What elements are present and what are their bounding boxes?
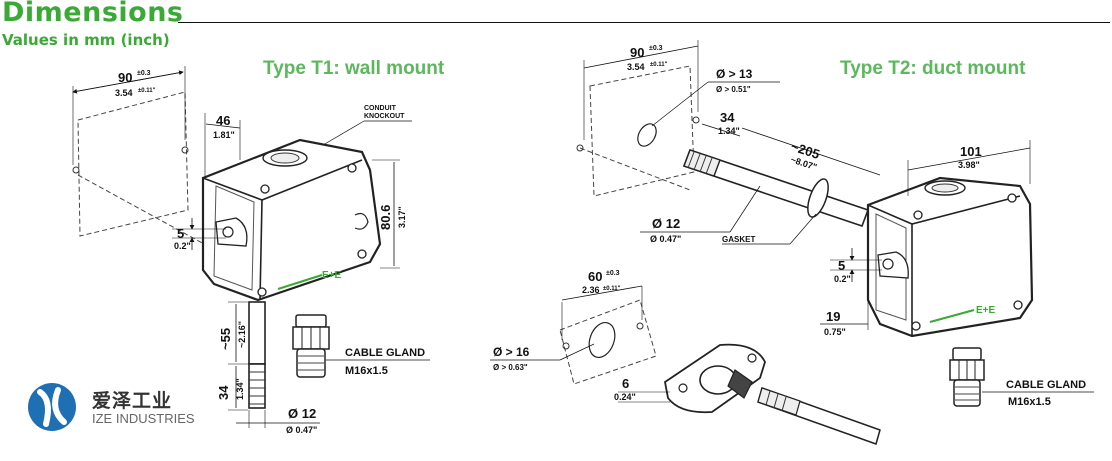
t2-dim-90-in-tol: ±0.11" xyxy=(650,62,668,68)
t2-dim-5-in: 0.2" xyxy=(834,274,851,284)
t2-dim-60-tol: ±0.3 xyxy=(606,270,620,277)
t1-cable-gland xyxy=(292,314,330,378)
title-rule xyxy=(178,22,1110,23)
t2-dim-90: 90 xyxy=(630,45,644,60)
t1-gland-label-2: M16x1.5 xyxy=(345,365,388,377)
t2-flange-outline xyxy=(559,299,657,385)
t1-dim-80-6-in: 3.17" xyxy=(397,206,407,228)
t1-conduit-label-2: KNOCKOUT xyxy=(364,113,405,120)
t1-wall-outline xyxy=(77,91,189,237)
t1-dim-55-in: ~2.16" xyxy=(237,321,247,348)
t2-gland-label-1: CABLE GLAND xyxy=(1006,379,1086,391)
t1-dim-55: ~55 xyxy=(218,328,233,350)
t2-dim-60: 60 xyxy=(588,269,602,284)
logo-english-text: IZE INDUSTRIES xyxy=(92,411,195,426)
t2-dim-34: 34 xyxy=(720,110,735,125)
ize-logo-icon xyxy=(28,383,76,431)
t2-dim-60-in: 2.36 xyxy=(582,285,600,295)
t2-gasket-label: GASKET xyxy=(722,235,755,244)
t2-cable-gland xyxy=(949,347,985,407)
t1-dim-80-6: 80.6 xyxy=(378,205,393,230)
t1-dim-90-in: 3.54 xyxy=(115,88,133,98)
t2-dim-90-in: 3.54 xyxy=(627,62,645,72)
t2-dim-19-in: 0.75" xyxy=(824,327,846,337)
t2-drawing: 90 ±0.3 3.54 ±0.11" Ø > 13 Ø > 0.51" xyxy=(490,40,1094,445)
t2-dim-101: 101 xyxy=(960,144,982,159)
t1-gland-label-1: CABLE GLAND xyxy=(345,347,425,359)
t2-dim-d12-in: Ø 0.47" xyxy=(650,234,681,244)
t2-dim-6: 6 xyxy=(622,376,629,391)
page-subtitle: Values in mm (inch) xyxy=(2,31,170,49)
t2-probe-tube xyxy=(682,148,870,228)
t1-dim-46-in: 1.81" xyxy=(213,130,235,140)
t2-dim-101-in: 3.98" xyxy=(958,160,980,170)
t2-flange xyxy=(664,343,881,445)
type-t1-label: Type T1: wall mount xyxy=(263,58,445,79)
t2-dim-60-in-tol: ±0.11" xyxy=(603,286,621,292)
t2-housing: E+E xyxy=(866,176,1034,338)
t1-probe xyxy=(248,301,266,409)
t2-dim-19: 19 xyxy=(826,309,840,324)
t2-wall-outline xyxy=(589,65,695,197)
t1-dim-34: 34 xyxy=(216,385,231,400)
page-title: Dimensions xyxy=(2,0,184,28)
t1-dim-90-in-tol: ±0.11" xyxy=(138,88,156,94)
t2-brand-mark: E+E xyxy=(976,305,996,316)
logo-chinese-text: 爱泽工业 xyxy=(92,390,173,412)
t1-dim-90-tol: ±0.3 xyxy=(137,70,151,77)
t2-dim-d13: Ø > 13 xyxy=(716,67,753,81)
t2-dim-d13-in: Ø > 0.51" xyxy=(716,85,751,94)
t1-dim-d12: Ø 12 xyxy=(288,406,316,421)
t1-dim-5: 5 xyxy=(177,226,184,241)
t2-dim-d16-in: Ø > 0.63" xyxy=(493,363,528,372)
t2-dim-5: 5 xyxy=(838,258,845,273)
t2-dim-d12: Ø 12 xyxy=(652,216,680,231)
t1-conduit-label-1: CONDUIT xyxy=(364,105,397,112)
t1-dim-d12-in: Ø 0.47" xyxy=(286,425,317,435)
t2-dim-90-tol: ±0.3 xyxy=(649,45,663,52)
t1-dim-46: 46 xyxy=(216,113,230,128)
t2-dim-34-in: 1.34" xyxy=(718,126,740,136)
t1-dim-34-in: 1.34" xyxy=(235,378,245,400)
t2-gland-label-2: M16x1.5 xyxy=(1008,396,1051,408)
t1-brand-mark: E+E xyxy=(322,270,342,281)
t1-dim-5-in: 0.2" xyxy=(174,241,191,251)
t1-dim-90: 90 xyxy=(118,70,132,85)
t2-dim-d16: Ø > 16 xyxy=(493,345,530,359)
t2-dim-6-in: 0.24" xyxy=(614,392,636,402)
t1-drawing: 90 ±0.3 3.54 ±0.11" 46 1.81" CONDUIT KNO… xyxy=(72,66,430,435)
t1-housing: E+E xyxy=(201,138,382,302)
type-t2-label: Type T2: duct mount xyxy=(840,58,1026,79)
